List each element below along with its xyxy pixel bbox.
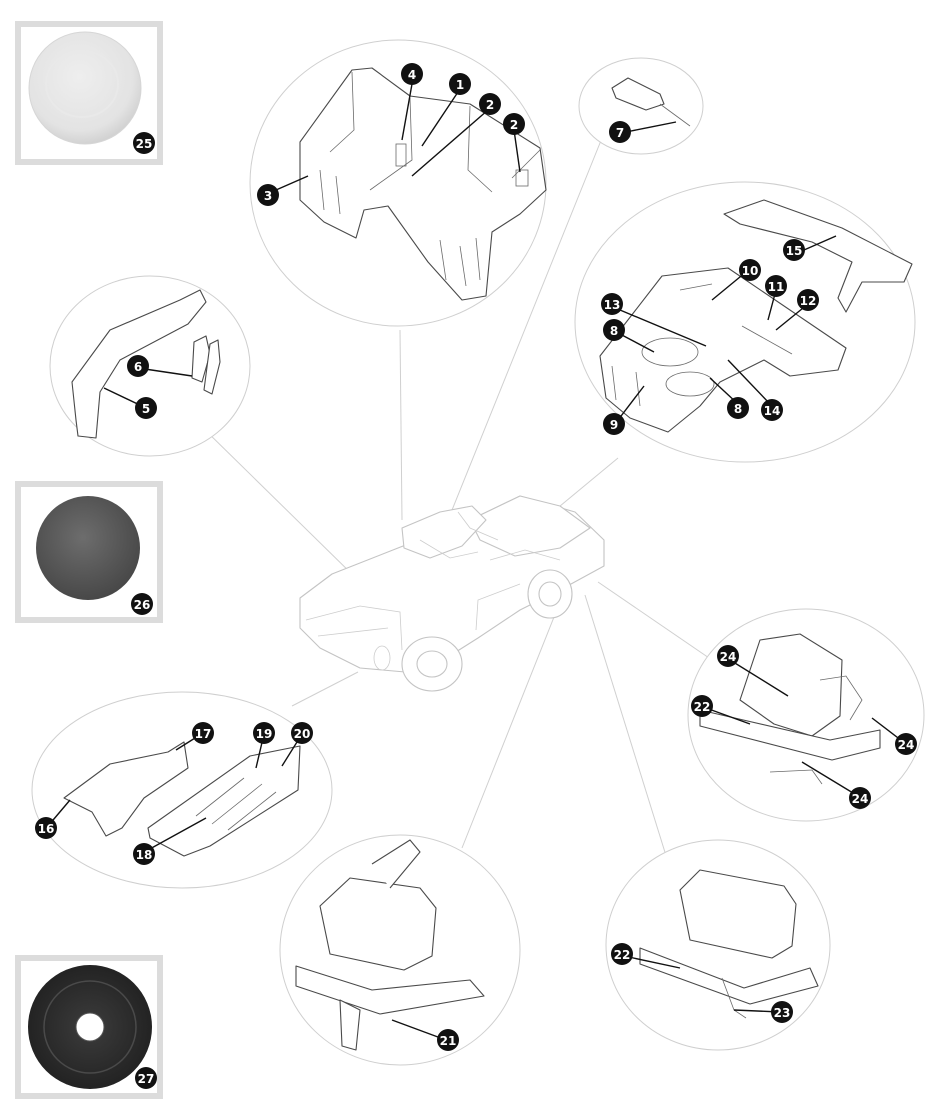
callout-4-label: 4 — [408, 68, 416, 82]
callout-4: 4 — [401, 63, 423, 85]
callout-24c: 24 — [849, 787, 871, 809]
callout-10-label: 10 — [742, 264, 759, 278]
callout-2b-label: 2 — [510, 118, 518, 132]
callout-24a: 24 — [717, 645, 739, 667]
callout-7: 7 — [609, 121, 631, 143]
bulkhead-assembly-drawing — [299, 67, 547, 301]
callout-2a-label: 2 — [486, 98, 494, 112]
callout-24b-label: 24 — [898, 738, 915, 752]
callout-10: 10 — [739, 259, 761, 281]
boot-floor-drawing — [599, 199, 913, 433]
callout-16: 16 — [35, 817, 57, 839]
bracket-drawing — [611, 77, 691, 127]
callout-2a: 2 — [479, 93, 501, 115]
fuel-tank-right-drawing — [639, 869, 819, 1019]
callout-19: 19 — [253, 722, 275, 744]
callout-13: 13 — [601, 293, 623, 315]
swatch-25-panel — [15, 21, 163, 165]
callout-23-label: 23 — [774, 1006, 791, 1020]
callout-22b: 22 — [611, 943, 633, 965]
callout-18-label: 18 — [136, 848, 153, 862]
car-outline-drawing — [299, 495, 605, 692]
callout-1-label: 1 — [456, 78, 464, 92]
callout-13-label: 13 — [604, 298, 621, 312]
callout-18: 18 — [133, 843, 155, 865]
callout-16-label: 16 — [38, 822, 55, 836]
callout-20-label: 20 — [294, 727, 311, 741]
callout-1: 1 — [449, 73, 471, 95]
inner-wing-drawing — [71, 289, 221, 439]
callout-11-label: 11 — [768, 280, 785, 294]
detail-inner-wing — [49, 275, 251, 457]
callout-27-label: 27 — [138, 1072, 155, 1086]
callout-20: 20 — [291, 722, 313, 744]
callout-17-label: 17 — [195, 727, 212, 741]
callout-22b-label: 22 — [614, 948, 631, 962]
swatch-27-panel — [15, 955, 163, 1099]
callout-15-label: 15 — [786, 244, 803, 258]
callout-2b: 2 — [503, 113, 525, 135]
callout-11: 11 — [765, 275, 787, 297]
leader-lines — [199, 137, 713, 863]
callout-25: 25 — [133, 132, 155, 154]
callout-27: 27 — [135, 1067, 157, 1089]
callout-5-label: 5 — [142, 402, 150, 416]
fuel-tank-left-drawing — [295, 839, 485, 1051]
callout-7-label: 7 — [616, 126, 624, 140]
callout-19-label: 19 — [256, 727, 273, 741]
callout-25-label: 25 — [136, 137, 153, 151]
callout-5: 5 — [135, 397, 157, 419]
callout-24a-label: 24 — [720, 650, 737, 664]
callout-22a-label: 22 — [694, 700, 711, 714]
callout-12-label: 12 — [800, 294, 817, 308]
callout-8a: 8 — [603, 319, 625, 341]
callout-21-label: 21 — [440, 1034, 457, 1048]
swatch-26-panel — [15, 481, 163, 623]
callout-9-label: 9 — [610, 418, 618, 432]
callout-14-label: 14 — [764, 404, 781, 418]
callout-24b: 24 — [895, 733, 917, 755]
callout-22a: 22 — [691, 695, 713, 717]
callout-12: 12 — [797, 289, 819, 311]
callout-3: 3 — [257, 184, 279, 206]
callout-21: 21 — [437, 1029, 459, 1051]
callout-26: 26 — [131, 593, 153, 615]
callout-9: 9 — [603, 413, 625, 435]
callout-24c-label: 24 — [852, 792, 869, 806]
callout-15: 15 — [783, 239, 805, 261]
callout-8b-label: 8 — [734, 402, 742, 416]
callout-8a-label: 8 — [610, 324, 618, 338]
callout-14: 14 — [761, 399, 783, 421]
callout-8b: 8 — [727, 397, 749, 419]
callout-6: 6 — [127, 355, 149, 377]
callout-17: 17 — [192, 722, 214, 744]
callout-26-label: 26 — [134, 598, 151, 612]
plug-26-icon — [36, 496, 140, 600]
callout-6-label: 6 — [134, 360, 142, 374]
callout-3-label: 3 — [264, 189, 272, 203]
callout-23: 23 — [771, 1001, 793, 1023]
